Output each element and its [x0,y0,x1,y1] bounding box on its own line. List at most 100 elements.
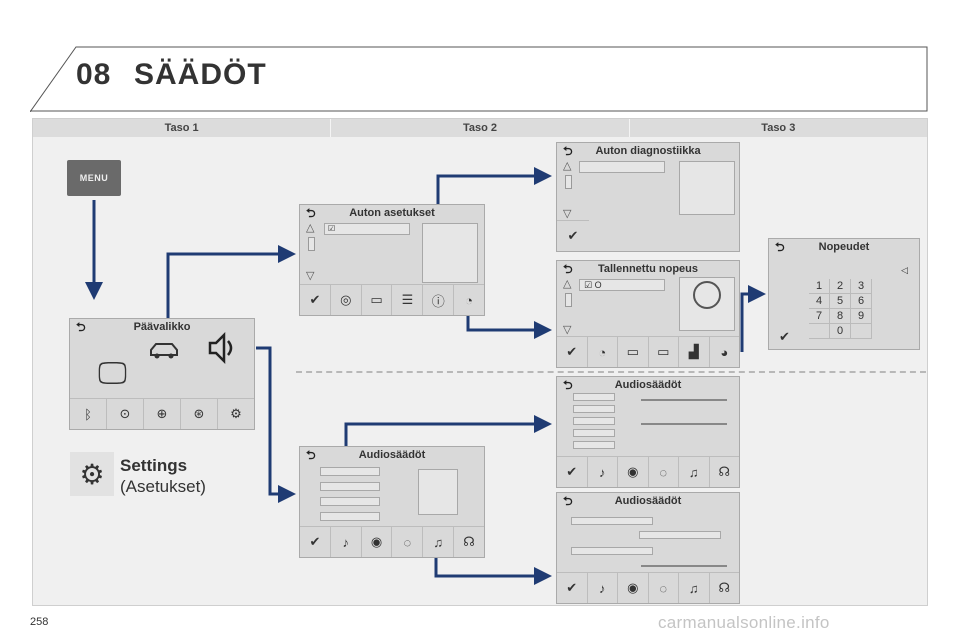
ambience-icon[interactable]: ♪ [588,457,618,487]
level-2-label: Taso 2 [331,119,630,137]
scroll-down-icon[interactable]: ▽ [306,270,315,282]
key[interactable]: 9 [850,308,872,324]
confirm-icon[interactable]: ✔ [300,527,331,557]
scroll-up-icon[interactable]: △ [563,278,572,290]
tv-icon[interactable]: 🖵 [98,357,127,390]
setting-row[interactable] [573,417,615,425]
screen-title: Päävalikko [133,321,191,333]
setting-row[interactable] [320,467,380,476]
arrow-main-to-audio [256,346,296,503]
confirm-icon[interactable]: ✔ [557,573,588,603]
arrow-nopeus-to-nopeudet [740,285,766,352]
field-edit-icon[interactable]: ▭ [618,337,649,367]
surround-icon[interactable]: ◌ [649,457,679,487]
voice-icon[interactable]: ☊ [463,534,475,549]
slider-balance[interactable] [641,565,727,567]
back-icon[interactable]: ⮌ [563,494,573,508]
back-icon[interactable]: ⮌ [563,144,573,158]
back-icon[interactable]: ⮌ [76,320,86,334]
field-clear-icon[interactable]: ▭ [649,337,679,367]
ambience-icon[interactable]: ♪ [331,527,362,557]
lights-icon[interactable]: ☰ [392,285,424,315]
preview-panel [422,223,478,283]
back-icon[interactable]: ⮌ [563,262,573,276]
globe-icon[interactable]: ⊛ [181,399,218,429]
scrollbar[interactable] [565,293,572,307]
music-icon[interactable]: ♫ [423,527,455,557]
setting-row[interactable] [573,429,615,437]
backspace-icon[interactable]: ◁ [901,265,908,275]
voice-icon[interactable]: ☊ [718,464,731,479]
setting-row[interactable] [639,531,721,539]
key[interactable]: 3 [850,279,872,294]
scroll-up-icon[interactable]: △ [306,222,315,234]
scroll-up-icon[interactable]: △ [563,160,572,172]
key[interactable]: 4 [809,293,830,309]
scrollbar[interactable] [565,175,572,189]
confirm-icon[interactable]: ✔ [557,457,588,487]
surround-icon[interactable]: ◌ [649,573,679,603]
voice-icon[interactable]: ☊ [718,580,731,595]
confirm-icon[interactable]: ✔ [300,285,331,315]
key[interactable]: 1 [809,279,830,294]
speed-field[interactable]: ☑ O [579,279,665,291]
level-header-bar: Taso 1 Taso 2 Taso 3 [33,119,927,137]
checkbox-field[interactable]: ☑ [324,223,410,235]
setting-row[interactable] [573,441,615,449]
speedometer-icon[interactable]: ◕ [720,344,729,360]
ambience-icon[interactable]: ♪ [588,573,618,603]
music-icon[interactable]: ♫ [679,457,710,487]
navigation-icon[interactable]: ⊙ [107,399,144,429]
menu-button[interactable]: MENU [67,160,121,196]
key[interactable]: 0 [829,323,851,339]
scrollbar[interactable] [308,237,315,251]
screen-title: Nopeudet [818,241,870,253]
connect-icon[interactable]: ⊕ [144,399,181,429]
setting-row[interactable] [573,393,615,401]
setting-row[interactable] [573,405,615,413]
setting-row[interactable] [320,512,380,521]
back-icon[interactable]: ⮌ [563,378,573,392]
scroll-down-icon[interactable]: ▽ [563,324,572,336]
setting-row[interactable] [571,517,653,525]
surround-icon[interactable]: ◌ [392,527,424,557]
confirm-icon[interactable]: ✔ [779,329,790,344]
graph-icon[interactable]: ▟ [679,337,710,367]
preview-panel [679,161,735,215]
key[interactable]: 7 [809,308,830,324]
key[interactable]: 6 [850,293,872,309]
back-icon[interactable]: ⮌ [775,240,785,254]
arrow-asetukset-to-nopeus [466,316,552,339]
steering-wheel-icon[interactable]: ◎ [331,285,362,315]
car-icon[interactable] [148,341,180,361]
slider-treble[interactable] [641,423,727,425]
loudness-icon[interactable]: ◉ [618,573,649,603]
info-icon[interactable]: ⓘ [423,285,455,315]
screen-auton-diagnostiikka: ⮌ Auton diagnostiikka △ ▽ ✔ [556,142,740,252]
arrow-audio-to-l3a [344,415,552,446]
setting-row[interactable] [320,497,380,506]
slider-bass[interactable] [641,399,727,401]
setting-row[interactable] [571,547,653,555]
confirm-icon[interactable]: ✔ [557,337,588,367]
settings-gear-icon[interactable]: ⚙ [230,406,242,421]
speed-icon[interactable]: ◔ [588,337,618,367]
loudness-icon[interactable]: ◉ [362,527,393,557]
loudness-icon[interactable]: ◉ [618,457,649,487]
back-icon[interactable]: ⮌ [306,206,316,220]
key[interactable]: 2 [829,279,851,294]
scroll-down-icon[interactable]: ▽ [563,208,572,220]
speaker-icon[interactable] [204,331,238,365]
confirm-icon[interactable]: ✔ [567,228,579,243]
back-icon[interactable]: ⮌ [306,448,316,462]
doors-icon[interactable]: ▭ [362,285,393,315]
key[interactable]: 5 [829,293,851,309]
music-icon[interactable]: ♫ [679,573,710,603]
key[interactable]: 8 [829,308,851,324]
setting-row[interactable] [320,482,380,491]
balance-pad[interactable] [418,469,458,515]
speedometer-icon[interactable]: ◔ [465,292,473,308]
bluetooth-icon[interactable]: ᛒ [70,399,107,429]
